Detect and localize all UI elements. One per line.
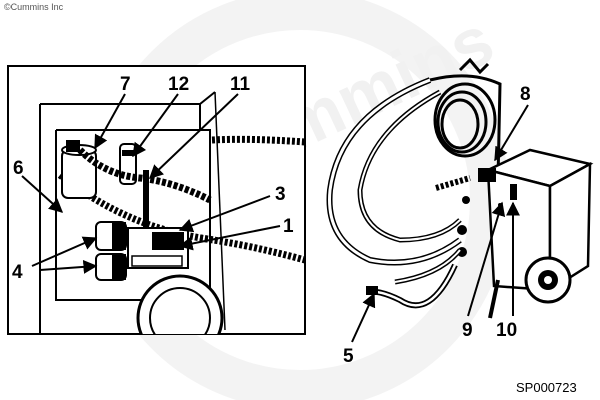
- motor-assembly: [95, 221, 127, 281]
- main-leaders: [351, 104, 529, 343]
- copyright-text: ©Cummins Inc: [4, 2, 64, 12]
- inset-leaders: [21, 93, 281, 274]
- callout-1: 1: [283, 216, 294, 237]
- cart-cabinet: [484, 148, 594, 293]
- callout-10: 10: [496, 320, 517, 341]
- pump-block: [127, 227, 189, 269]
- callout-4: 4: [12, 262, 23, 283]
- hose-eight: [435, 175, 471, 191]
- coiled-hose: [433, 82, 497, 158]
- callout-9: 9: [462, 320, 473, 341]
- drain-nozzle: [366, 286, 378, 295]
- cart-main-view: 8 5 9 10: [326, 57, 594, 367]
- inset-wheel: [136, 274, 224, 334]
- callout-12: 12: [168, 74, 189, 95]
- callout-6: 6: [13, 158, 24, 179]
- callout-7: 7: [120, 74, 131, 95]
- callout-8: 8: [520, 84, 531, 105]
- callout-11: 11: [230, 74, 251, 95]
- callout-5: 5: [343, 346, 354, 367]
- inset-detail-view: 7 12 11 6 3 1 4: [7, 65, 306, 335]
- panel-fittings: [457, 168, 517, 257]
- callout-3: 3: [275, 184, 286, 205]
- hose-seven: [77, 147, 212, 204]
- cart-handle: [429, 74, 502, 181]
- loop-hose: [326, 77, 462, 266]
- figure-code: SP000723: [516, 380, 577, 395]
- tank-cylinder: [61, 140, 97, 199]
- cart-wheel: [524, 256, 572, 304]
